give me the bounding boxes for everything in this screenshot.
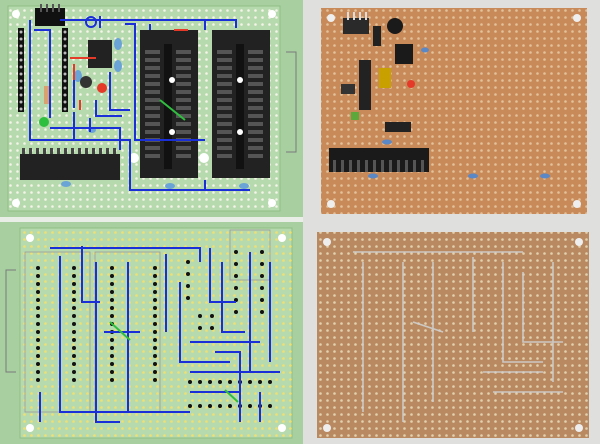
zif-socket-right [212, 30, 270, 178]
ic-socket [329, 148, 429, 172]
mount-hole [268, 199, 276, 207]
mount-hole [26, 234, 34, 242]
zif-socket-left [140, 30, 198, 178]
photo-top-panel [303, 0, 600, 222]
capacitor [387, 18, 403, 34]
resistor [44, 86, 50, 104]
mount-hole [268, 10, 276, 18]
standoff [199, 153, 209, 163]
mount-hole [323, 238, 331, 246]
pin-header [35, 8, 65, 26]
led-red [407, 80, 415, 88]
mount-hole [278, 234, 286, 242]
mount-hole [12, 199, 20, 207]
mount-hole [327, 14, 335, 22]
mount-hole [573, 200, 581, 208]
mount-hole [278, 424, 286, 432]
ic-dip [20, 154, 120, 180]
led-green [39, 117, 49, 127]
ic-small [88, 40, 112, 68]
mount-hole [323, 424, 331, 432]
mount-hole [575, 238, 583, 246]
layout-top-panel [0, 0, 303, 217]
photo-top-svg [321, 8, 587, 214]
mount-hole [327, 200, 335, 208]
mount-hole [12, 10, 20, 18]
mount-hole [575, 424, 583, 432]
standoff [129, 153, 139, 163]
crystal [80, 76, 92, 88]
layout-bottom-panel [0, 222, 303, 444]
led-red [97, 83, 107, 93]
mount-hole [573, 14, 581, 22]
photo-bottom-panel [303, 222, 600, 444]
photo-bottom-svg [317, 232, 589, 438]
layout-bottom-svg [5, 227, 293, 439]
pin-header [343, 18, 369, 34]
layout-top-svg [7, 4, 297, 212]
mount-hole [26, 424, 34, 432]
